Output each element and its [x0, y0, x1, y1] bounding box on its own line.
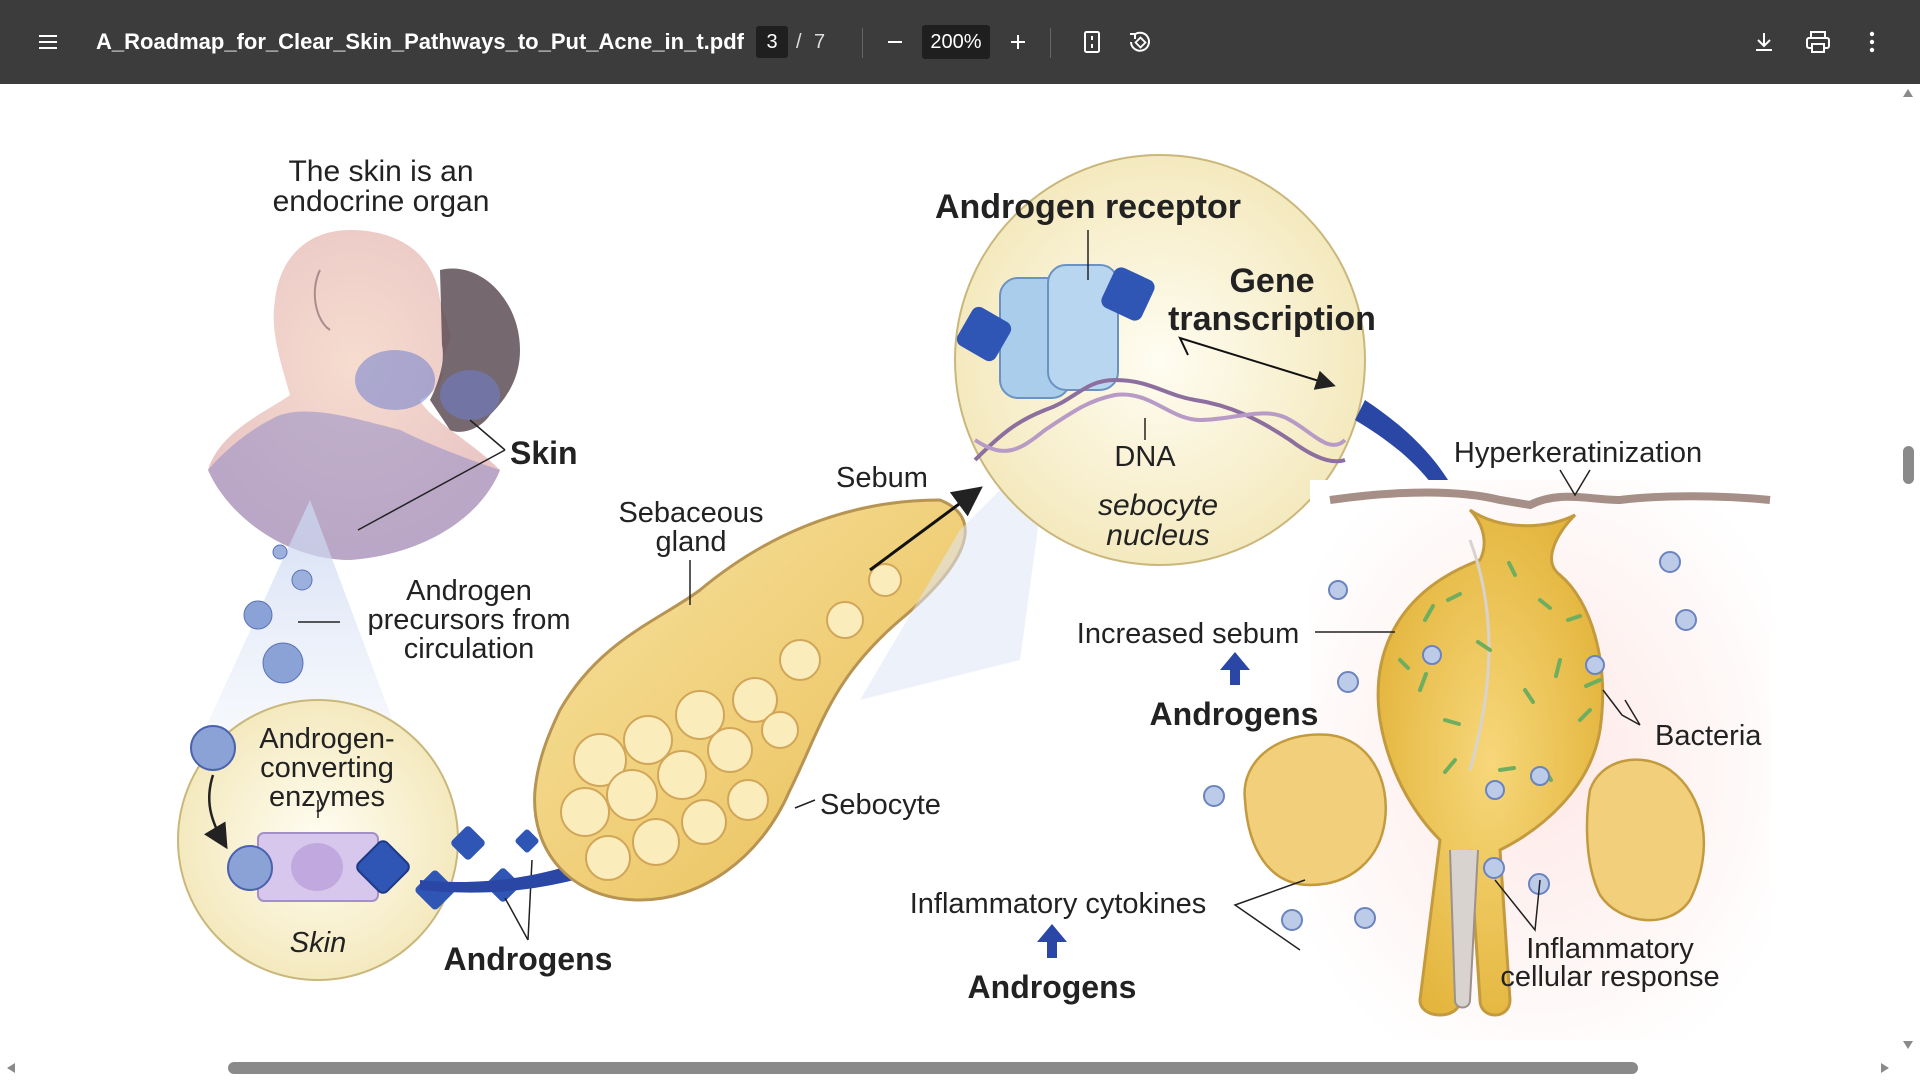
download-button[interactable]	[1744, 22, 1784, 62]
menu-button[interactable]	[28, 22, 68, 62]
pdf-page-viewer[interactable]: The skin is an endocrine organ Skin Andr…	[0, 84, 1920, 1080]
rotate-icon	[1130, 31, 1150, 52]
pdf-toolbar: A_Roadmap_for_Clear_Skin_Pathways_to_Put…	[0, 0, 1920, 84]
skin-label: Skin	[510, 435, 578, 471]
fit-page-icon	[1084, 31, 1100, 53]
vertical-scroll-thumb[interactable]	[1903, 446, 1914, 484]
acne-pathway-figure: The skin is an endocrine organ Skin Andr…	[177, 154, 1771, 1040]
more-vert-icon	[1869, 31, 1875, 53]
cellular-response-line1: Inflammatory	[1526, 933, 1694, 965]
bacteria-rods	[1398, 561, 1602, 782]
sebaceous-line2: gland	[656, 526, 727, 558]
endocrine-title-line1: The skin is an	[288, 155, 473, 188]
scroll-left-icon[interactable]	[6, 1062, 16, 1074]
scroll-right-icon[interactable]	[1880, 1062, 1890, 1074]
download-icon	[1756, 33, 1772, 51]
androgens-bottom-left: Androgens	[444, 941, 613, 977]
toolbar-divider	[862, 28, 863, 58]
sebum-flow-arrow	[869, 486, 983, 572]
zoom-level-input[interactable]: 200%	[922, 25, 990, 59]
cytokines-up-arrow	[1037, 924, 1067, 958]
sebaceous-line1: Sebaceous	[618, 497, 763, 529]
sebum-label: Sebum	[836, 462, 928, 494]
hyperkeratinization-pointer-line	[1559, 469, 1591, 497]
menu-icon	[39, 35, 57, 49]
horizontal-scrollbar[interactable]	[0, 1056, 1920, 1080]
cellular-response-line2: cellular response	[1500, 961, 1719, 993]
page-number-input[interactable]: 3	[756, 26, 788, 58]
sebocyte-nucleus-inset	[954, 154, 1366, 566]
enzymes-line3: enzymes	[269, 781, 385, 813]
precursors-line3: circulation	[404, 633, 535, 665]
gene-line1: Gene	[1229, 262, 1314, 300]
enzyme-curve-arrow	[203, 774, 228, 850]
sebocyte-label: Sebocyte	[820, 789, 941, 821]
enzyme-core	[291, 843, 343, 891]
inflammatory-dots	[1203, 551, 1697, 931]
scroll-down-icon[interactable]	[1902, 1040, 1914, 1050]
endocrine-title-line2: endocrine organ	[273, 185, 490, 218]
print-button[interactable]	[1798, 22, 1838, 62]
sebaceous-lobes	[1243, 733, 1706, 922]
enzyme-substrate-dot	[227, 845, 273, 891]
androgen-product	[356, 840, 410, 894]
plus-icon	[1011, 35, 1025, 49]
increased-sebum-label: Increased sebum	[1077, 618, 1299, 650]
enzymes-line1: Androgen-	[259, 723, 394, 755]
hair-follicle[interactable]	[1376, 508, 1605, 1017]
more-options-button[interactable]	[1852, 22, 1892, 62]
precursor-dots	[243, 544, 313, 684]
total-pages: 7	[814, 30, 826, 53]
inset-skin-label: Skin	[290, 927, 346, 959]
androgens-bottom-center: Androgens	[968, 969, 1137, 1005]
nucleus-line1: sebocyte	[1098, 489, 1218, 522]
skin-pointer-line	[357, 419, 506, 531]
androgens-middle-label: Androgens	[1150, 696, 1319, 732]
vertical-scrollbar[interactable]	[1896, 84, 1920, 1056]
androgens-pointer-line	[504, 859, 533, 941]
circulation-beam	[200, 500, 400, 740]
figure-labels: The skin is an endocrine organ Skin Andr…	[259, 155, 1762, 1005]
transcription-arrow	[1178, 336, 1336, 390]
print-icon	[1806, 31, 1830, 53]
precursor-dot-large	[190, 725, 236, 771]
page-separator: /	[796, 30, 802, 53]
scroll-up-icon[interactable]	[1902, 88, 1914, 98]
gene-line2: transcription	[1168, 300, 1376, 338]
rotate-button[interactable]	[1120, 22, 1160, 62]
sebum-up-arrow	[1220, 652, 1250, 685]
toolbar-divider	[1050, 28, 1051, 58]
sebocyte-pointer-line	[794, 799, 816, 809]
hyperkeratinization-label: Hyperkeratinization	[1454, 437, 1702, 469]
document-title: A_Roadmap_for_Clear_Skin_Pathways_to_Put…	[96, 29, 744, 54]
cytokines-pointer-line	[1233, 879, 1306, 951]
bacteria-label: Bacteria	[1655, 720, 1762, 752]
bacteria-pointer-line	[1602, 689, 1641, 726]
nucleus-line2: nucleus	[1106, 519, 1209, 552]
nucleus-beam	[860, 440, 1050, 700]
minus-icon	[888, 41, 902, 43]
precursors-line1: Androgen	[406, 575, 532, 607]
dna-label: DNA	[1114, 441, 1176, 473]
zoom-out-button[interactable]	[875, 22, 915, 62]
receptor-label: Androgen receptor	[935, 188, 1241, 226]
sebocyte-cells	[560, 563, 902, 881]
dna-helix	[973, 377, 1347, 464]
zoom-in-button[interactable]	[998, 22, 1038, 62]
epidermis-layer	[1329, 488, 1771, 510]
horizontal-scroll-thumb[interactable]	[228, 1062, 1638, 1074]
head-illustration	[208, 230, 520, 560]
cytokines-label: Inflammatory cytokines	[910, 888, 1207, 920]
androgen-receptor-shape[interactable]	[954, 264, 1157, 399]
precursors-line2: precursors from	[367, 604, 570, 636]
cellular-response-pointer-line	[1494, 879, 1541, 932]
enzymes-line2: converting	[260, 752, 394, 784]
fit-to-page-button[interactable]	[1072, 22, 1112, 62]
